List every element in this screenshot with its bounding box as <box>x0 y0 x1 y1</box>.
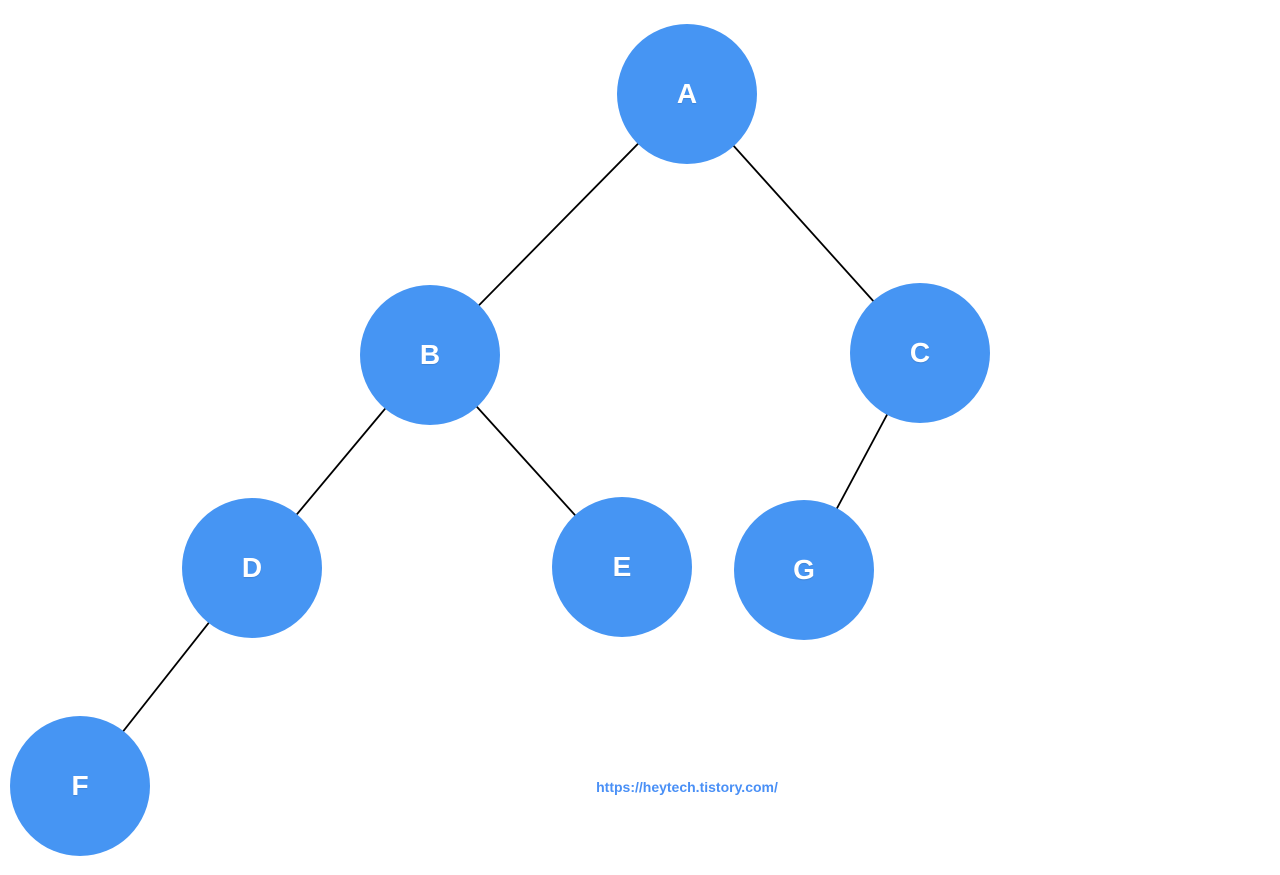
node-E: E <box>552 497 692 637</box>
node-label-E: E <box>612 551 632 582</box>
node-label-A: A <box>676 78 698 109</box>
node-F: F <box>10 716 150 856</box>
node-B: B <box>360 285 500 425</box>
node-D: D <box>182 498 322 638</box>
node-label-B: B <box>419 339 441 370</box>
node-label-D: D <box>241 552 263 583</box>
node-C: C <box>850 283 990 423</box>
source-url-text: https://heytech.tistory.com/ <box>596 779 778 795</box>
node-label-C: C <box>909 337 931 368</box>
node-label-G: G <box>793 554 815 585</box>
node-A: A <box>617 24 757 164</box>
node-G: G <box>734 500 874 640</box>
node-label-F: F <box>71 770 89 801</box>
